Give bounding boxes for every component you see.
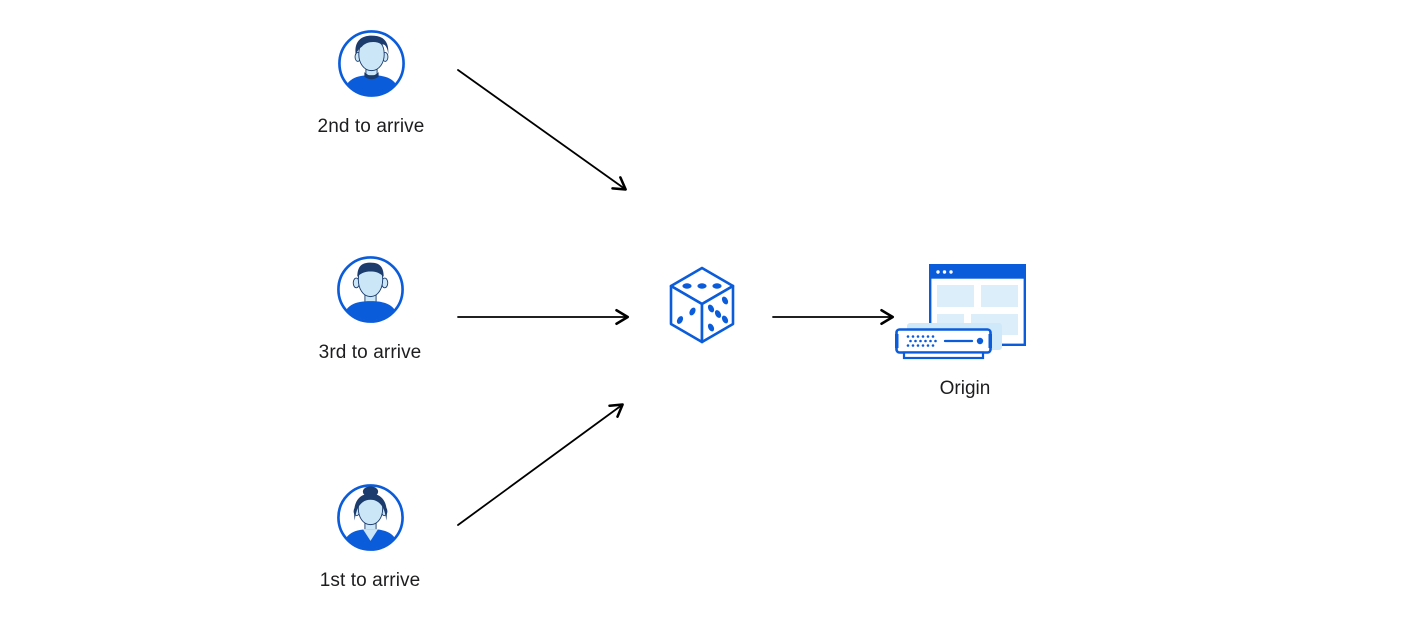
node-user-1st: 1st to arrive	[290, 484, 450, 592]
woman-avatar-icon	[336, 484, 404, 551]
node-origin: Origin	[885, 264, 1045, 404]
node-label: 2nd to arrive	[317, 116, 425, 137]
edge-user1st-dice	[457, 403, 624, 526]
man-avatar-icon	[337, 30, 405, 97]
node-user-3rd: 3rd to arrive	[290, 256, 450, 364]
dice-icon	[669, 266, 735, 344]
server-icon	[895, 323, 1002, 360]
node-label: 1st to arrive	[319, 570, 421, 591]
origin-server-icon	[885, 264, 1045, 366]
node-label: Origin	[939, 378, 991, 399]
node-user-2nd: 2nd to arrive	[291, 30, 451, 138]
edge-user2nd-dice	[457, 69, 627, 191]
node-dice	[666, 265, 738, 347]
node-label: 3rd to arrive	[318, 342, 422, 363]
man-avatar-icon	[336, 256, 404, 323]
